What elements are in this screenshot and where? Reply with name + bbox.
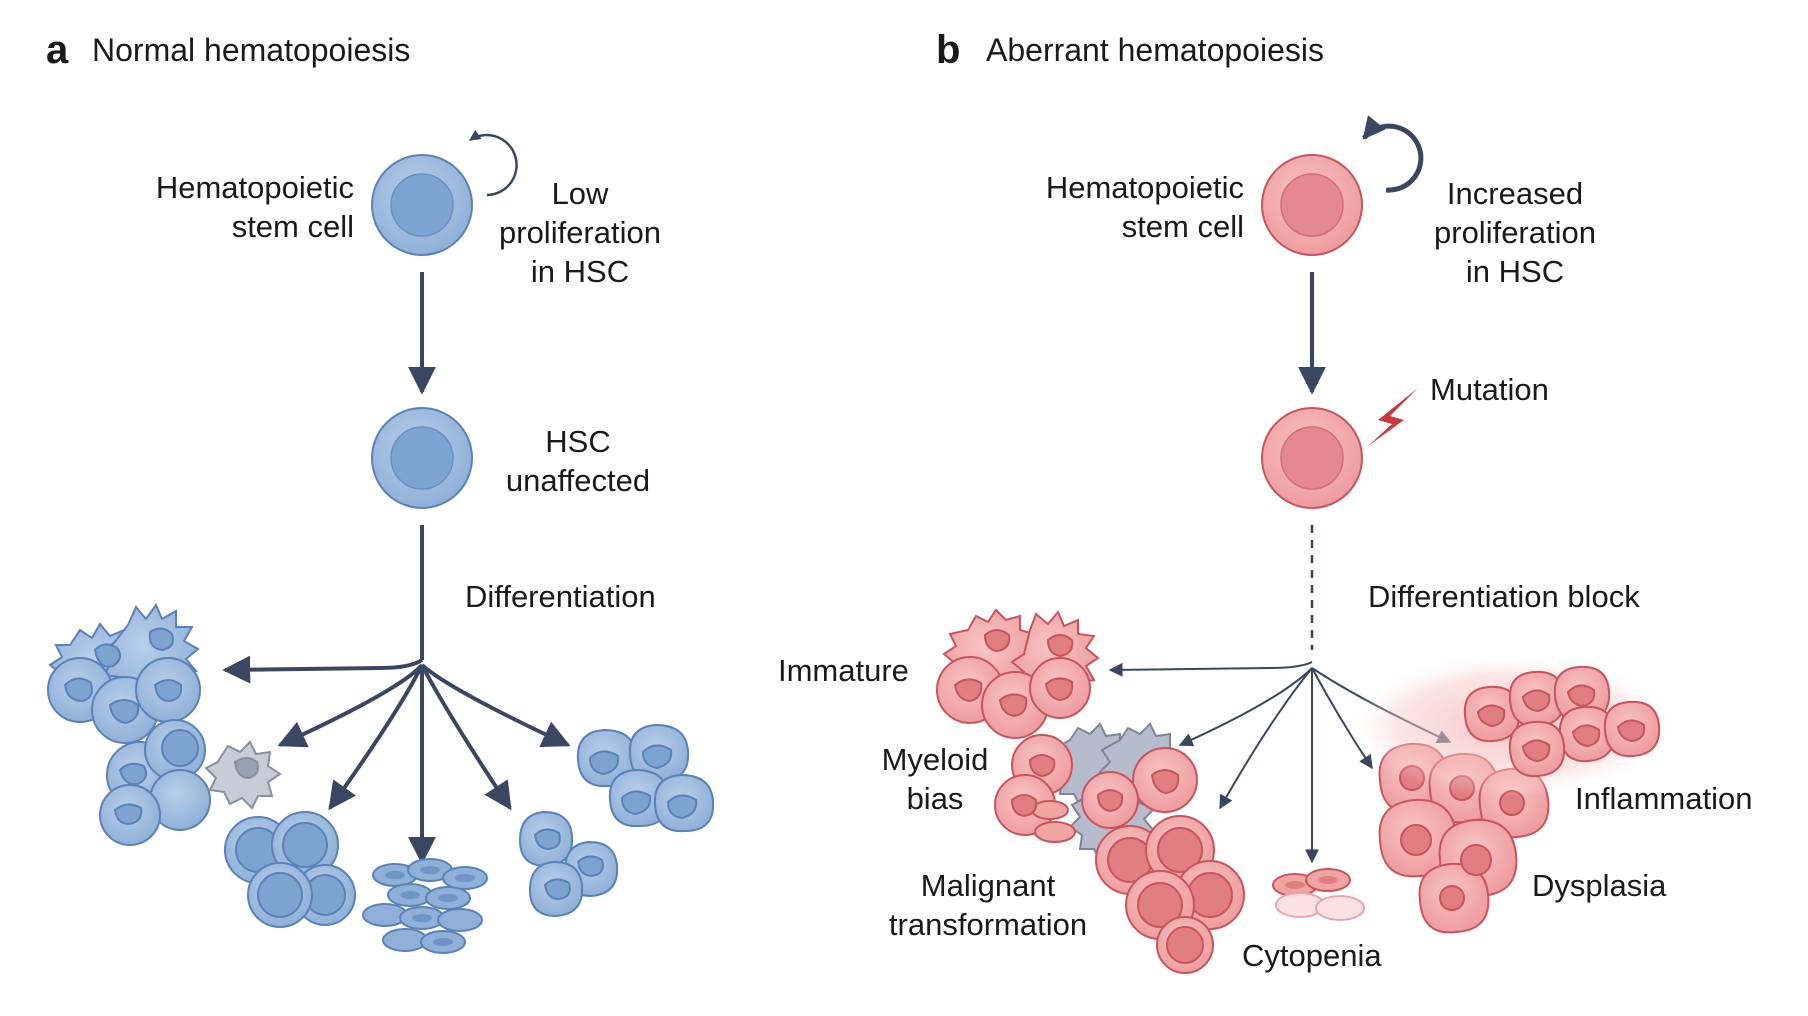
blue-cluster-granulocytes: [99, 719, 282, 846]
blue-cluster-erythrocytes: [362, 858, 488, 954]
lightning-icon: [1368, 388, 1418, 446]
panel-a-title: Normal hematopoiesis: [92, 32, 411, 68]
red-cluster-malignant: [1095, 815, 1245, 974]
immature-label: Immature: [778, 653, 909, 688]
blue-cluster-dendritic: [47, 602, 201, 744]
stem-cell-label-b: Hematopoietic stem cell: [1045, 170, 1244, 244]
red-cluster-immature: [936, 608, 1100, 739]
mutated-hsc-cell: [1261, 407, 1363, 509]
differentiation-block-label: Differentiation block: [1368, 579, 1640, 614]
hsc-unaffected-cell: [371, 407, 473, 509]
differentiation-label: Differentiation: [465, 579, 656, 614]
increased-proliferation-label: Increased proliferation in HSC: [1434, 176, 1596, 289]
hematopoietic-stem-cell-blue: [371, 154, 473, 256]
blue-cluster-monocytes: [576, 723, 715, 833]
low-proliferation-label: Low proliferation in HSC: [499, 176, 661, 289]
self-renewal-arrow-increased: [1362, 115, 1424, 193]
panel-a-letter: a: [46, 28, 69, 72]
hsc-unaffected-label: HSC unaffected: [505, 424, 651, 498]
red-cluster-inflammation: [1347, 653, 1677, 797]
panel-a-diagram: [47, 129, 715, 954]
stem-cell-label-a: Hematopoietic stem cell: [155, 170, 354, 244]
red-cluster-myeloid-bias: [994, 722, 1198, 863]
hematopoietic-stem-cell-red: [1261, 154, 1363, 256]
cytopenia-label: Cytopenia: [1242, 938, 1382, 973]
blue-cluster-lymphocytes: [224, 811, 356, 928]
dysplasia-label: Dysplasia: [1532, 868, 1667, 903]
myeloid-bias-label: Myeloid bias: [881, 742, 989, 816]
inflammation-label: Inflammation: [1575, 781, 1753, 816]
differentiation-branches: [222, 655, 571, 865]
mutation-label: Mutation: [1430, 372, 1549, 407]
malignant-transformation-label: Malignant transformation: [888, 868, 1088, 942]
red-cluster-cytopenia: [1272, 868, 1365, 921]
panel-b-diagram: [936, 115, 1677, 974]
self-renewal-arrow-low: [469, 129, 518, 197]
panel-b-title: Aberrant hematopoiesis: [986, 32, 1324, 68]
panel-b-letter: b: [936, 28, 961, 72]
blue-cluster-basophils: [518, 810, 619, 918]
